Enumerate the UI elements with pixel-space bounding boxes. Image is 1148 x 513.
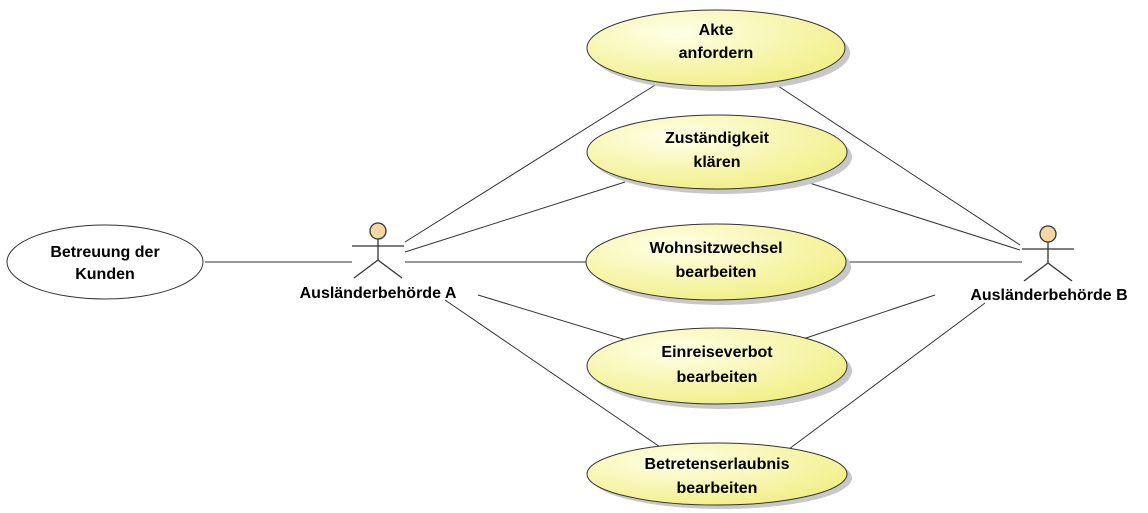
usecase-label-line1: Betretenserlaubnis bbox=[645, 456, 790, 473]
usecase-ellipse bbox=[585, 223, 847, 301]
assoc-a-betretens bbox=[444, 299, 664, 450]
assoc-a-akte bbox=[404, 81, 661, 243]
usecase-einreiseverbot-bearbeiten[interactable]: Einreiseverbot bearbeiten bbox=[586, 327, 852, 409]
assoc-akte-b bbox=[774, 83, 1021, 246]
actor-leg-right bbox=[377, 259, 403, 279]
assoc-einreise-b bbox=[799, 294, 936, 341]
actor-head bbox=[1039, 225, 1057, 243]
usecase-wohnsitzwechsel-bearbeiten[interactable]: Wohnsitzwechsel bearbeiten bbox=[585, 223, 851, 305]
assoc-a-zustaendigkeit bbox=[404, 181, 626, 253]
actor-auslaenderbehoerde-b[interactable]: Ausländerbehörde B bbox=[970, 225, 1128, 304]
usecase-ellipse bbox=[586, 442, 848, 506]
usecase-label-line1: Einreiseverbot bbox=[661, 344, 773, 361]
actor-figure-icon bbox=[352, 222, 404, 279]
usecase-zustaendigkeit-klaeren[interactable]: Zuständigkeit klären bbox=[586, 114, 852, 194]
actor-leg-left bbox=[353, 259, 379, 279]
usecase-label-line1: Zuständigkeit bbox=[665, 130, 770, 147]
usecase-ellipse bbox=[586, 9, 846, 87]
usecase-ellipse bbox=[586, 114, 848, 190]
associations bbox=[205, 81, 1022, 453]
actor-leg-right bbox=[1047, 262, 1073, 282]
usecase-label-line1: Betreuung der bbox=[50, 244, 159, 261]
actor-name: Ausländerbehörde A bbox=[300, 285, 457, 302]
actor-auslaenderbehoerde-a[interactable]: Ausländerbehörde A bbox=[300, 222, 457, 302]
assoc-betretens-b bbox=[784, 302, 986, 453]
usecase-label-line1: Wohnsitzwechsel bbox=[649, 240, 782, 257]
usecase-ellipse bbox=[6, 224, 204, 300]
assoc-zustaendigkeit-b bbox=[799, 179, 1021, 251]
usecase-label-line1: Akte bbox=[699, 22, 734, 39]
usecase-label-line2: Kunden bbox=[75, 266, 135, 283]
actor-head bbox=[369, 222, 387, 240]
usecase-betreuung-der-kunden[interactable]: Betreuung der Kunden bbox=[6, 224, 204, 300]
assoc-a-einreise bbox=[477, 294, 637, 344]
usecase-label-line2: bearbeiten bbox=[677, 369, 758, 386]
usecase-label-line2: klären bbox=[693, 154, 740, 171]
usecase-akte-anfordern[interactable]: Akte anfordern bbox=[586, 9, 850, 91]
actor-leg-left bbox=[1023, 262, 1049, 282]
usecase-ellipse bbox=[586, 327, 848, 405]
actor-figure-icon bbox=[1022, 225, 1074, 282]
usecase-label-line2: bearbeiten bbox=[676, 264, 757, 281]
actor-name: Ausländerbehörde B bbox=[970, 287, 1127, 304]
usecase-label-line2: bearbeiten bbox=[677, 480, 758, 497]
usecase-betretenserlaubnis-bearbeiten[interactable]: Betretenserlaubnis bearbeiten bbox=[586, 442, 852, 509]
usecase-label-line2: anfordern bbox=[679, 45, 754, 62]
